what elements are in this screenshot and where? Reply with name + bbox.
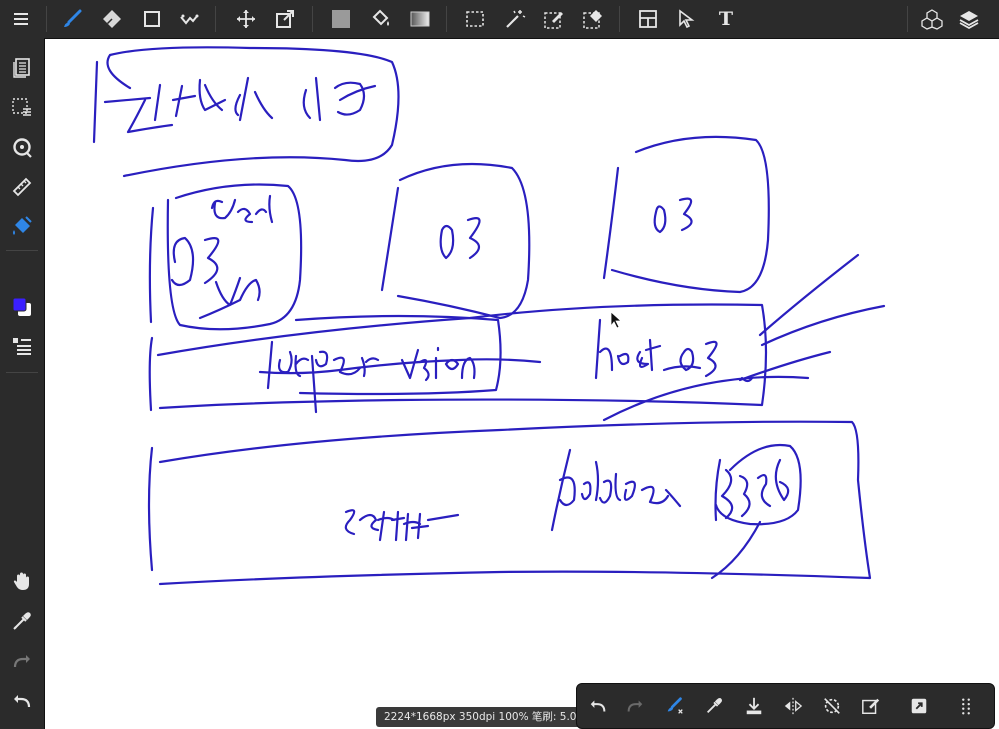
status-bar: 2224*1668px 350dpi 100% 笔刷: 5.0px [376,707,582,727]
selection-eraser-icon[interactable] [578,4,608,34]
bottom-toolbar [576,683,995,729]
brush-settings-icon[interactable] [660,691,690,721]
flip-horizontal-icon[interactable] [778,691,808,721]
redo-icon[interactable] [620,691,650,721]
grid-dots-icon[interactable] [951,691,981,721]
undo-icon[interactable] [583,691,613,721]
move-icon[interactable] [231,4,261,34]
hand-pan-icon[interactable] [7,566,37,596]
text-tool-glyph: T [718,8,734,30]
transform-icon[interactable] [270,4,300,34]
rotate-view-icon[interactable] [7,132,37,162]
menu-icon[interactable] [6,4,36,34]
rotate-reset-icon[interactable] [817,691,847,721]
color-swatch-icon[interactable] [7,292,37,322]
smudge-icon[interactable] [174,4,204,34]
undo-icon[interactable] [7,686,37,716]
paint-bucket-icon[interactable] [366,4,396,34]
selection-pen-icon[interactable] [539,4,569,34]
drawing-canvas[interactable] [45,39,999,729]
fill-brush-icon[interactable] [7,210,37,240]
edit-selection-icon[interactable] [856,691,886,721]
eyedropper-icon[interactable] [7,606,37,636]
pages-icon[interactable] [7,52,37,82]
left-sidebar [0,38,45,729]
frame-divider-icon[interactable] [633,4,663,34]
share-export-icon[interactable] [904,691,934,721]
brush-icon[interactable] [57,4,87,34]
selection-marquee-icon[interactable] [460,4,490,34]
rectangle-tool-icon[interactable] [137,4,167,34]
ruler-icon[interactable] [7,172,37,202]
handwritten-diagram [92,46,886,586]
eraser-icon[interactable] [97,4,127,34]
cursor-select-icon[interactable] [672,4,702,34]
gradient-icon[interactable] [405,4,435,34]
selection-list-icon[interactable] [7,92,37,122]
magic-wand-icon[interactable] [500,4,530,34]
layer-list-icon[interactable] [7,331,37,361]
text-tool-icon[interactable]: T [711,4,741,34]
mouse-cursor-icon [610,311,623,329]
redo-icon[interactable] [7,646,37,676]
layers-icon[interactable] [954,4,984,34]
eyedropper-icon[interactable] [699,691,729,721]
materials-cubes-icon[interactable] [917,4,947,34]
top-toolbar: T [0,0,999,39]
download-layer-icon[interactable] [739,691,769,721]
canvas-info-text: 2224*1668px 350dpi 100% 笔刷: 5.0px [384,711,582,723]
fill-color-swatch-icon[interactable] [326,4,356,34]
